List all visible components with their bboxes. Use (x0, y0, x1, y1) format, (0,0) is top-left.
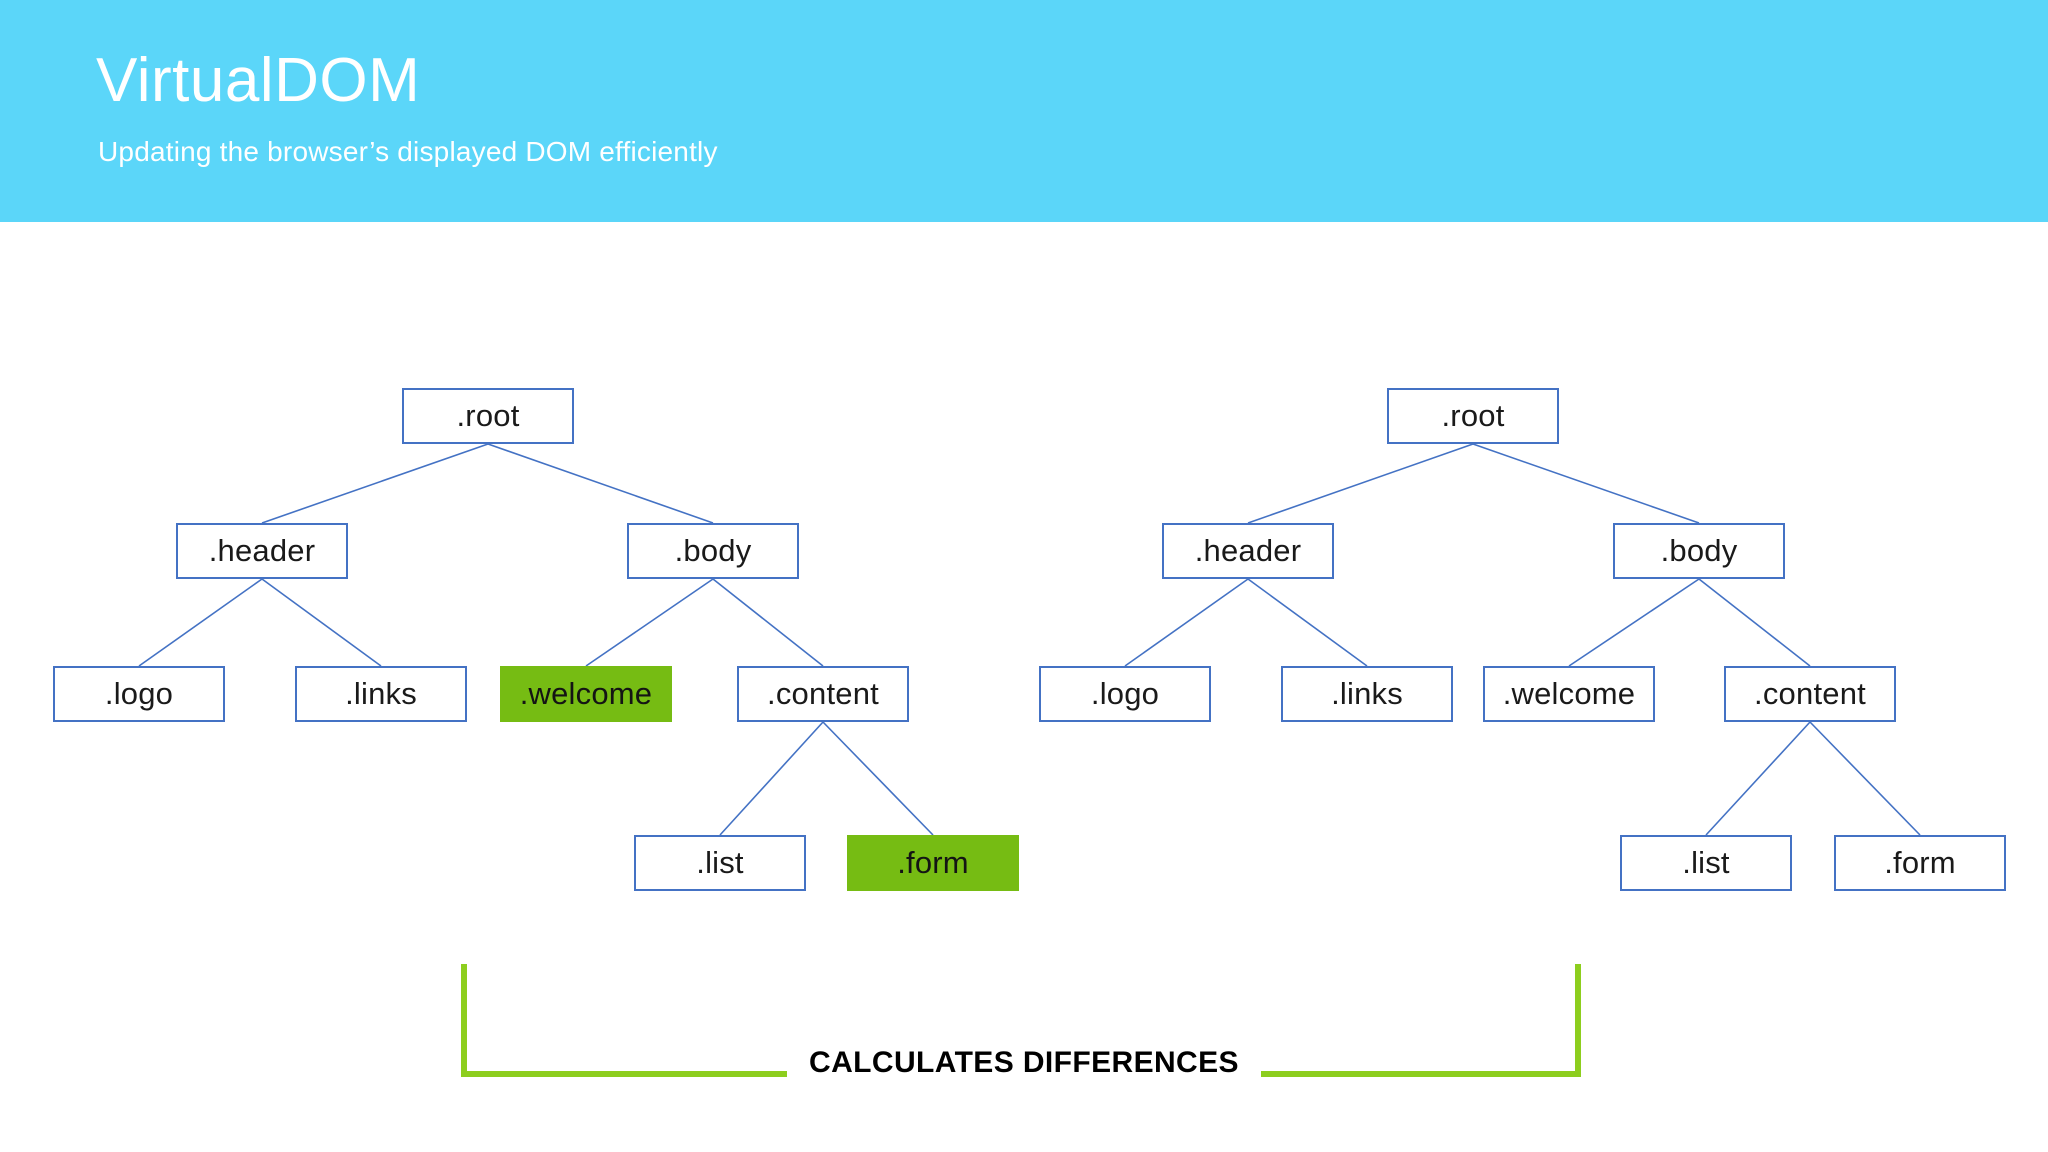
tree-node-real-dom-tree-links: .links (1281, 666, 1453, 722)
tree-edge (261, 578, 382, 667)
tree-edge (1809, 721, 1921, 836)
tree-node-virtual-dom-tree-content: .content (737, 666, 909, 722)
tree-edge (712, 578, 824, 667)
tree-node-real-dom-tree-body: .body (1613, 523, 1785, 579)
tree-edge (487, 443, 714, 524)
tree-node-real-dom-tree-logo: .logo (1039, 666, 1211, 722)
tree-edge (1472, 443, 1700, 524)
tree-node-virtual-dom-tree-list: .list (634, 835, 806, 891)
tree-edge (585, 578, 714, 667)
tree-node-virtual-dom-tree-welcome: .welcome (500, 666, 672, 722)
tree-node-virtual-dom-tree-header: .header (176, 523, 348, 579)
tree-node-virtual-dom-tree-root: .root (402, 388, 574, 444)
tree-node-real-dom-tree-header: .header (1162, 523, 1334, 579)
tree-node-real-dom-tree-root: .root (1387, 388, 1559, 444)
page-title: VirtualDOM (96, 46, 421, 115)
tree-node-virtual-dom-tree-body: .body (627, 523, 799, 579)
tree-node-virtual-dom-tree-links: .links (295, 666, 467, 722)
tree-edge (1698, 578, 1811, 667)
tree-node-real-dom-tree-form: .form (1834, 835, 2006, 891)
tree-edge (261, 443, 489, 524)
tree-edge (1568, 578, 1700, 667)
page-subtitle: Updating the browser’s displayed DOM eff… (98, 136, 718, 167)
tree-edge (822, 721, 934, 836)
bracket-label-text: CALCULATES DIFFERENCES (787, 1046, 1261, 1079)
tree-edge (1705, 721, 1811, 836)
title-banner: VirtualDOM Updating the browser’s displa… (0, 0, 2048, 222)
tree-edge (1247, 443, 1474, 524)
tree-node-virtual-dom-tree-logo: .logo (53, 666, 225, 722)
tree-edge (719, 721, 824, 836)
tree-node-virtual-dom-tree-form: .form (847, 835, 1019, 891)
calculates-differences-label: CALCULATES DIFFERENCES (0, 1046, 2048, 1080)
tree-edge (138, 578, 263, 667)
tree-node-real-dom-tree-welcome: .welcome (1483, 666, 1655, 722)
tree-node-real-dom-tree-list: .list (1620, 835, 1792, 891)
tree-node-real-dom-tree-content: .content (1724, 666, 1896, 722)
tree-edge (1247, 578, 1368, 667)
tree-edge (1124, 578, 1249, 667)
